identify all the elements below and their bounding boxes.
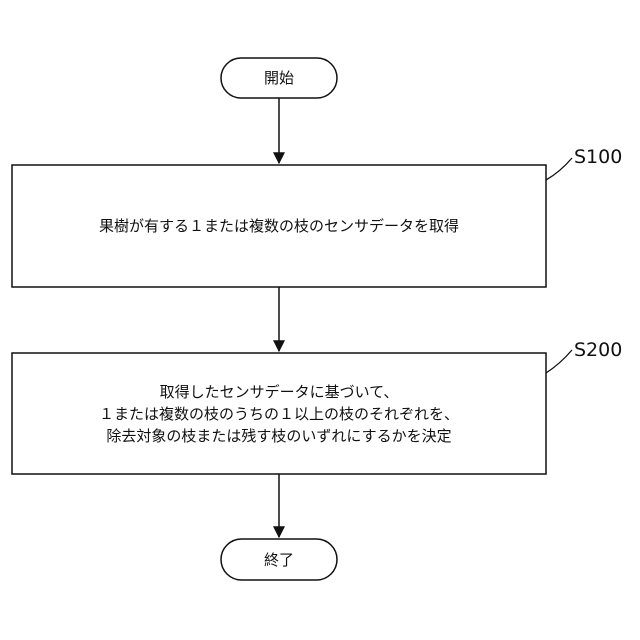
step-s200-text-line-3: 除去対象の枝または残す枝のいずれにするかを決定 — [12, 425, 546, 447]
step-id-s100: S100 — [574, 146, 622, 168]
step-s200-text-line-1: 取得したセンサデータに基づいて、 — [12, 381, 546, 403]
step-s100-text: 果樹が有する１または複数の枝のセンサデータを取得 — [12, 215, 546, 237]
start-label: 開始 — [221, 67, 337, 89]
end-label: 終了 — [221, 549, 337, 571]
step-s200-text-line-2: １または複数の枝のうちの１以上の枝のそれぞれを、 — [12, 403, 546, 425]
step-id-s200: S200 — [574, 339, 622, 361]
leader-line-s100 — [546, 158, 572, 180]
leader-line-s200 — [546, 350, 572, 373]
